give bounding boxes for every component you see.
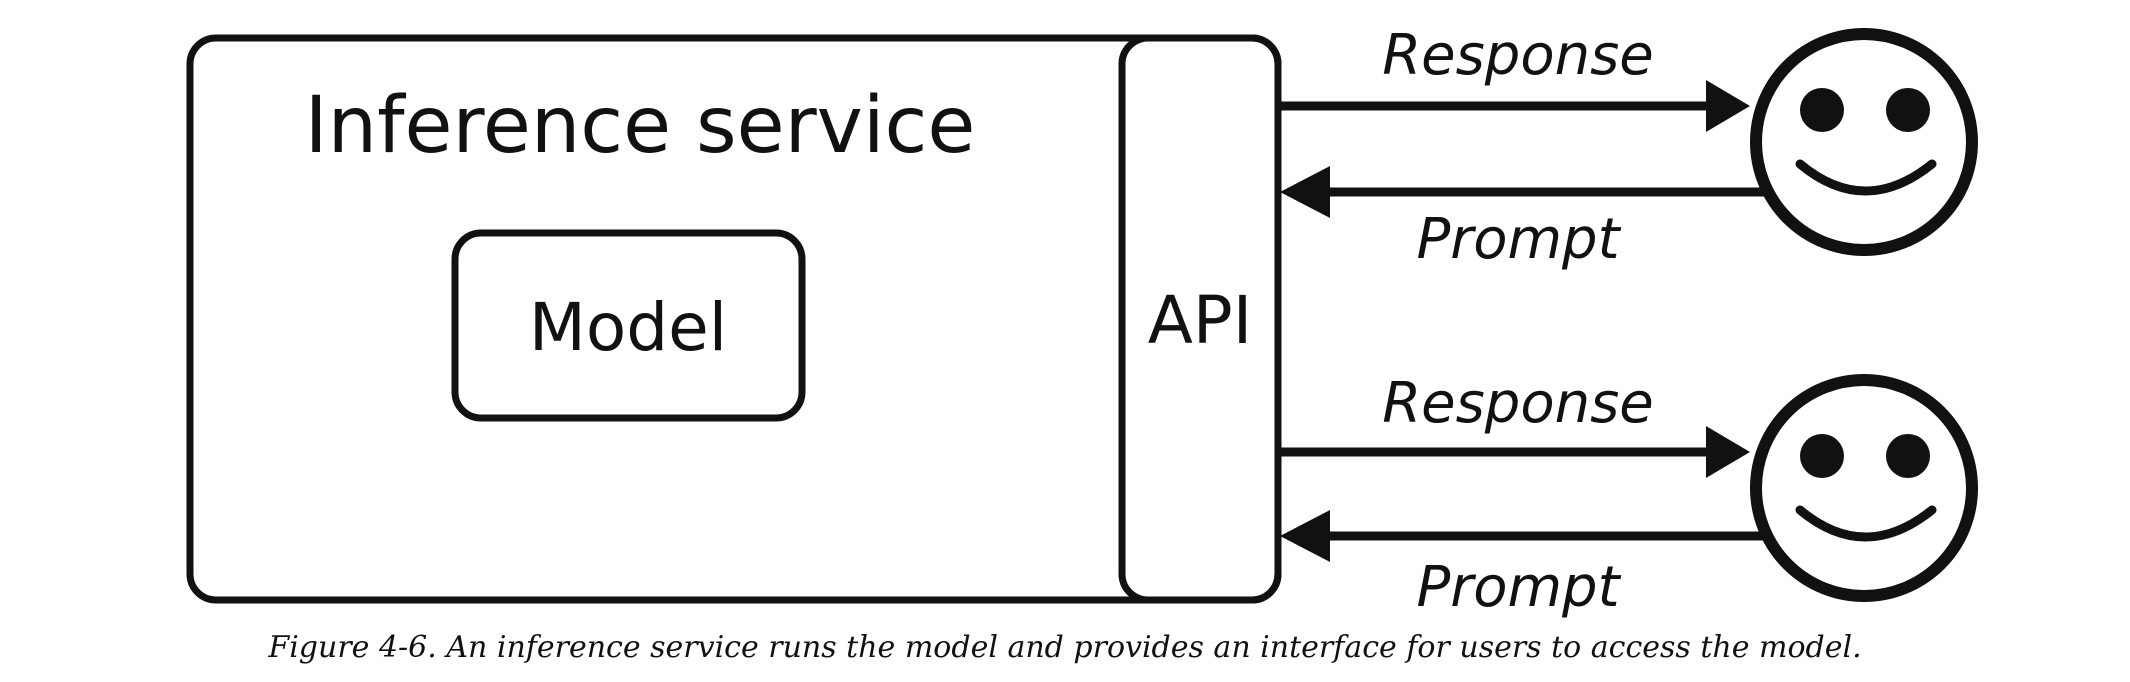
model-label: Model [529, 289, 727, 366]
user-2-exchange: Response Prompt [1278, 371, 1768, 620]
smiley-face-icon [1750, 28, 1978, 256]
model-box [451, 229, 806, 422]
response-label-1: Response [1382, 23, 1653, 88]
prompt-arrowhead-2 [1280, 510, 1330, 562]
prompt-label-2: Prompt [1416, 555, 1621, 620]
api-label: API [1148, 282, 1252, 359]
prompt-arrowhead-1 [1280, 166, 1330, 218]
user-1-exchange: Response Prompt [1278, 23, 1768, 272]
response-label-2: Response [1382, 371, 1653, 436]
inference-diagram: Inference service Model API Response Pro… [186, 23, 1978, 620]
response-arrowhead-1 [1706, 80, 1750, 132]
prompt-label-1: Prompt [1416, 207, 1621, 272]
inference-service-label: Inference service [305, 81, 976, 171]
figure-caption: Figure 4-6. An inference service runs th… [268, 630, 1862, 665]
smiley-face-icon [1750, 374, 1978, 602]
response-arrowhead-2 [1706, 426, 1750, 478]
api-box [1118, 34, 1282, 604]
